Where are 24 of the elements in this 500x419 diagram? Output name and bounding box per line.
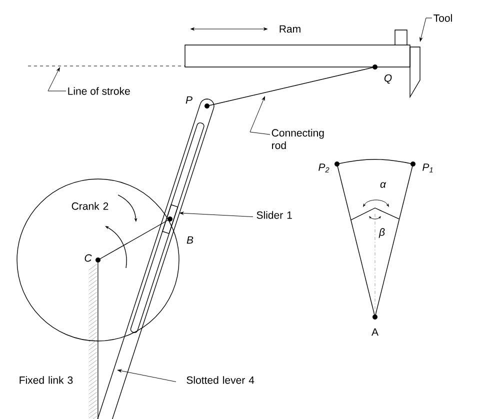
- slider-block: [162, 204, 178, 234]
- part-label: P: [186, 96, 192, 104]
- part-label: B: [186, 236, 194, 244]
- callout-label: Connecting rod: [272, 128, 324, 150]
- leader-line: [420, 18, 432, 42]
- leader-line: [118, 369, 176, 382]
- callout-label: Line of stroke: [68, 87, 130, 95]
- part-label: C: [84, 254, 92, 262]
- callout-label: Slider 1: [256, 211, 292, 219]
- part-label: α: [380, 182, 386, 188]
- callout-label: Slotted lever 4: [186, 376, 254, 384]
- part-label: A: [372, 328, 378, 336]
- leader-line: [48, 67, 66, 92]
- part-label: P$_{1}$: [422, 164, 433, 172]
- part-label: β: [378, 228, 385, 238]
- callout-label: Tool: [434, 14, 452, 22]
- part-label: Q: [384, 74, 392, 84]
- leader-line: [250, 96, 270, 135]
- connecting-rod: [206, 66, 376, 106]
- part-label: P$_{2}$: [318, 164, 330, 172]
- part-label: Fixed link 3: [20, 376, 73, 384]
- part-label: Ram: [280, 25, 300, 33]
- leader-line: [180, 212, 254, 218]
- part-label: Crank 2: [72, 202, 108, 210]
